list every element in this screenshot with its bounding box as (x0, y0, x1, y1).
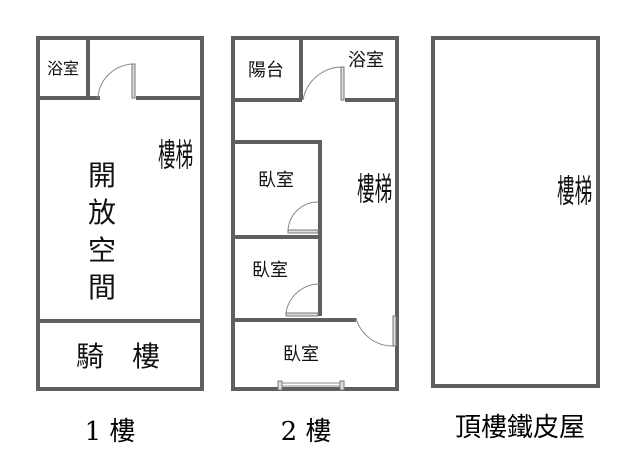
door-leaf (285, 312, 319, 317)
door-arc (97, 63, 135, 99)
floor-1-plan: 浴室 樓梯 開 放 空 間 騎 樓 (36, 36, 204, 391)
room-label-bedroom-2: 臥室 (252, 260, 288, 281)
floor-1-outline (36, 36, 204, 391)
room-label-open-space-4: 間 (88, 271, 116, 304)
door-arc (355, 317, 395, 347)
window (279, 382, 343, 387)
floor-2-outline (231, 36, 399, 391)
window-jamb (277, 380, 283, 391)
roof-outline (431, 36, 600, 388)
room-label-bedroom-3: 臥室 (283, 344, 319, 365)
floor-2-plan: 陽台 浴室 樓梯 臥室 臥室 臥室 (231, 36, 399, 391)
room-label-bathroom: 浴室 (348, 50, 384, 71)
door-arc (287, 201, 319, 233)
floor-2-walls (233, 38, 397, 322)
room-label-arcade: 騎 樓 (76, 340, 160, 373)
floor-2-caption: 2 樓 (281, 417, 332, 447)
door-leaf (131, 63, 136, 99)
room-label-stairs: 樓梯 (357, 171, 392, 208)
floor-1-walls (38, 38, 202, 323)
room-label-open-space-3: 空 (88, 234, 116, 267)
door-arc (302, 66, 344, 101)
door-arc (285, 283, 321, 314)
door-leaf (287, 229, 319, 234)
room-label-bathroom: 浴室 (47, 59, 79, 78)
roof-plan: 樓梯 (431, 36, 600, 388)
room-label-stairs: 樓梯 (158, 137, 193, 174)
door-leaf (392, 315, 397, 347)
roof-caption: 頂樓鐵皮屋 (455, 413, 585, 443)
room-label-bedroom-1: 臥室 (258, 170, 294, 191)
room-label-open-space-1: 開 (88, 159, 116, 192)
door-leaf (340, 66, 345, 101)
room-label-stairs: 樓梯 (557, 173, 592, 210)
floor-1-caption: 1 樓 (85, 417, 136, 447)
room-label-open-space-2: 放 (88, 196, 116, 229)
room-label-balcony: 陽台 (248, 60, 284, 81)
window-jamb (339, 380, 345, 391)
